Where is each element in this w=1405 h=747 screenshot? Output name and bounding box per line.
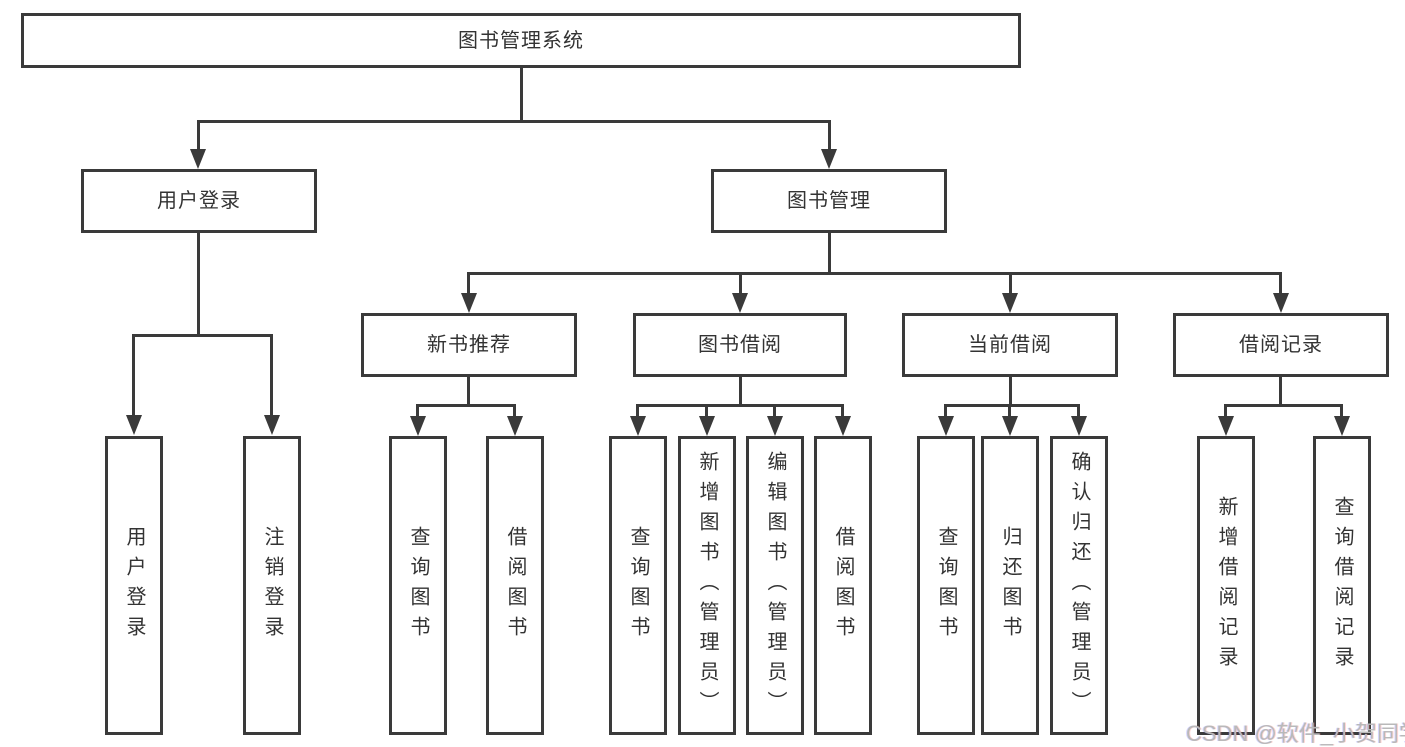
down-arrowhead [1218, 416, 1234, 436]
connector-line [1009, 272, 1012, 295]
down-arrowhead [630, 416, 646, 436]
down-arrowhead [699, 416, 715, 436]
node-user-login: 用户登录 [81, 169, 317, 233]
leaf-label: 借阅图书 [832, 525, 854, 646]
leaf-logout: 注销登录 [243, 436, 301, 735]
connector-line [416, 404, 516, 407]
leaf-query-borrow-record: 查询借阅记录 [1313, 436, 1371, 735]
leaf-query-books-recommend: 查询图书 [389, 436, 447, 735]
connector-line [197, 233, 200, 336]
connector-line [197, 120, 200, 150]
node-book-management: 图书管理 [711, 169, 947, 233]
down-arrowhead [126, 415, 142, 435]
connector-line [416, 404, 419, 417]
down-arrowhead [732, 293, 748, 313]
connector-line [132, 334, 135, 417]
connector-line [739, 377, 742, 406]
connector-line [841, 404, 844, 417]
leaf-query-books-borrow: 查询图书 [609, 436, 667, 735]
connector-line [270, 334, 273, 417]
connector-line [1077, 404, 1080, 417]
connector-line [944, 404, 1080, 407]
connector-line [1224, 404, 1227, 417]
connector-line [1279, 377, 1282, 406]
down-arrowhead [767, 416, 783, 436]
connector-line [467, 377, 470, 406]
node-borrow-records: 借阅记录 [1173, 313, 1389, 377]
down-arrowhead [1334, 416, 1350, 436]
csdn-watermark: CSDN @软件_小贺同学 [1186, 721, 1405, 746]
down-arrowhead [410, 416, 426, 436]
leaf-label: 借阅图书 [504, 525, 526, 646]
node-current-borrow: 当前借阅 [902, 313, 1118, 377]
connector-line [1008, 404, 1011, 417]
down-arrowhead [1002, 293, 1018, 313]
connector-line [705, 404, 708, 417]
leaf-add-book-admin: 新增图书（管理员） [678, 436, 736, 735]
connector-line [513, 404, 516, 417]
leaf-borrow-books: 借阅图书 [814, 436, 872, 735]
connector-line [1224, 404, 1342, 407]
connector-line [132, 334, 273, 337]
down-arrowhead [507, 416, 523, 436]
down-arrowhead [821, 149, 837, 169]
connector-line [1340, 404, 1343, 417]
node-book-borrow: 图书借阅 [633, 313, 847, 377]
connector-line [828, 120, 831, 150]
leaf-label: 注销登录 [261, 525, 283, 646]
leaf-return-book: 归还图书 [981, 436, 1039, 735]
leaf-label: 编辑图书（管理员） [764, 450, 786, 721]
connector-line [467, 272, 1282, 275]
leaf-label: 查询借阅记录 [1331, 495, 1353, 676]
down-arrowhead [461, 293, 477, 313]
leaf-label: 新增借阅记录 [1215, 495, 1237, 676]
leaf-label: 查询图书 [627, 525, 649, 646]
connector-line [739, 272, 742, 295]
connector-line [944, 404, 947, 417]
leaf-label: 用户登录 [123, 525, 145, 646]
connector-line [773, 404, 776, 417]
connector-line [636, 404, 639, 417]
connector-line [828, 233, 831, 274]
connector-line [197, 120, 831, 123]
connector-line [636, 404, 844, 407]
down-arrowhead [1002, 416, 1018, 436]
leaf-label: 查询图书 [935, 525, 957, 646]
down-arrowhead [1071, 416, 1087, 436]
leaf-query-books-current: 查询图书 [917, 436, 975, 735]
leaf-confirm-return-admin: 确认归还（管理员） [1050, 436, 1108, 735]
connector-line [520, 68, 523, 122]
node-new-book-recommend: 新书推荐 [361, 313, 577, 377]
connector-line [1009, 377, 1012, 406]
node-root: 图书管理系统 [21, 13, 1021, 68]
connector-line [467, 272, 470, 295]
leaf-label: 新增图书（管理员） [696, 450, 718, 721]
connector-line [1279, 272, 1282, 295]
leaf-label: 查询图书 [407, 525, 429, 646]
leaf-label: 归还图书 [999, 525, 1021, 646]
down-arrowhead [835, 416, 851, 436]
leaf-edit-book-admin: 编辑图书（管理员） [746, 436, 804, 735]
leaf-label: 确认归还（管理员） [1068, 450, 1090, 721]
leaf-add-borrow-record: 新增借阅记录 [1197, 436, 1255, 735]
leaf-user-login: 用户登录 [105, 436, 163, 735]
down-arrowhead [1273, 293, 1289, 313]
down-arrowhead [190, 149, 206, 169]
down-arrowhead [938, 416, 954, 436]
down-arrowhead [264, 415, 280, 435]
leaf-borrow-books-recommend: 借阅图书 [486, 436, 544, 735]
